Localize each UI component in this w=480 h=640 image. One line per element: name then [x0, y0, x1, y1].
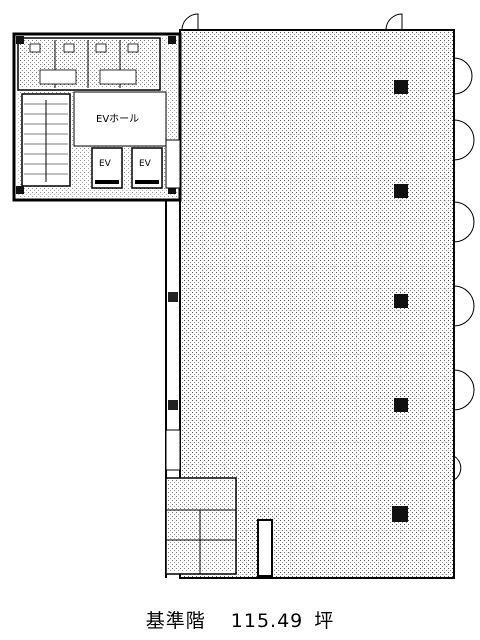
pipe-shaft	[165, 429, 181, 471]
vertical-shaft	[257, 519, 273, 577]
column	[394, 294, 408, 308]
area-unit: 坪	[314, 610, 335, 632]
column	[168, 400, 178, 410]
floor-name: 基準階	[145, 610, 206, 632]
column	[16, 36, 24, 44]
floor-plan: EVホール EV EV	[12, 13, 475, 579]
column	[394, 80, 408, 94]
column	[394, 398, 408, 412]
elevator-1-label: EV	[99, 159, 112, 169]
column	[168, 36, 176, 44]
ev-hall	[73, 91, 167, 147]
window-bays	[453, 57, 475, 481]
elevator-1: EV	[91, 147, 123, 189]
staircase	[21, 93, 71, 187]
column	[392, 506, 408, 522]
floor-caption: 基準階 115.49 坪	[0, 606, 480, 633]
column	[16, 186, 24, 194]
core-block: EVホール EV EV	[12, 32, 182, 202]
column	[168, 292, 178, 302]
column	[168, 186, 176, 194]
column	[394, 184, 408, 198]
area-value: 115.49	[230, 610, 304, 632]
door-swing	[181, 13, 199, 31]
door-swing	[385, 13, 403, 31]
ev-hall-label: EVホール	[96, 113, 139, 125]
elevator-2: EV	[131, 147, 163, 189]
elevator-2-label: EV	[139, 159, 152, 169]
service-room	[165, 477, 237, 575]
pipe-shaft	[165, 139, 181, 189]
